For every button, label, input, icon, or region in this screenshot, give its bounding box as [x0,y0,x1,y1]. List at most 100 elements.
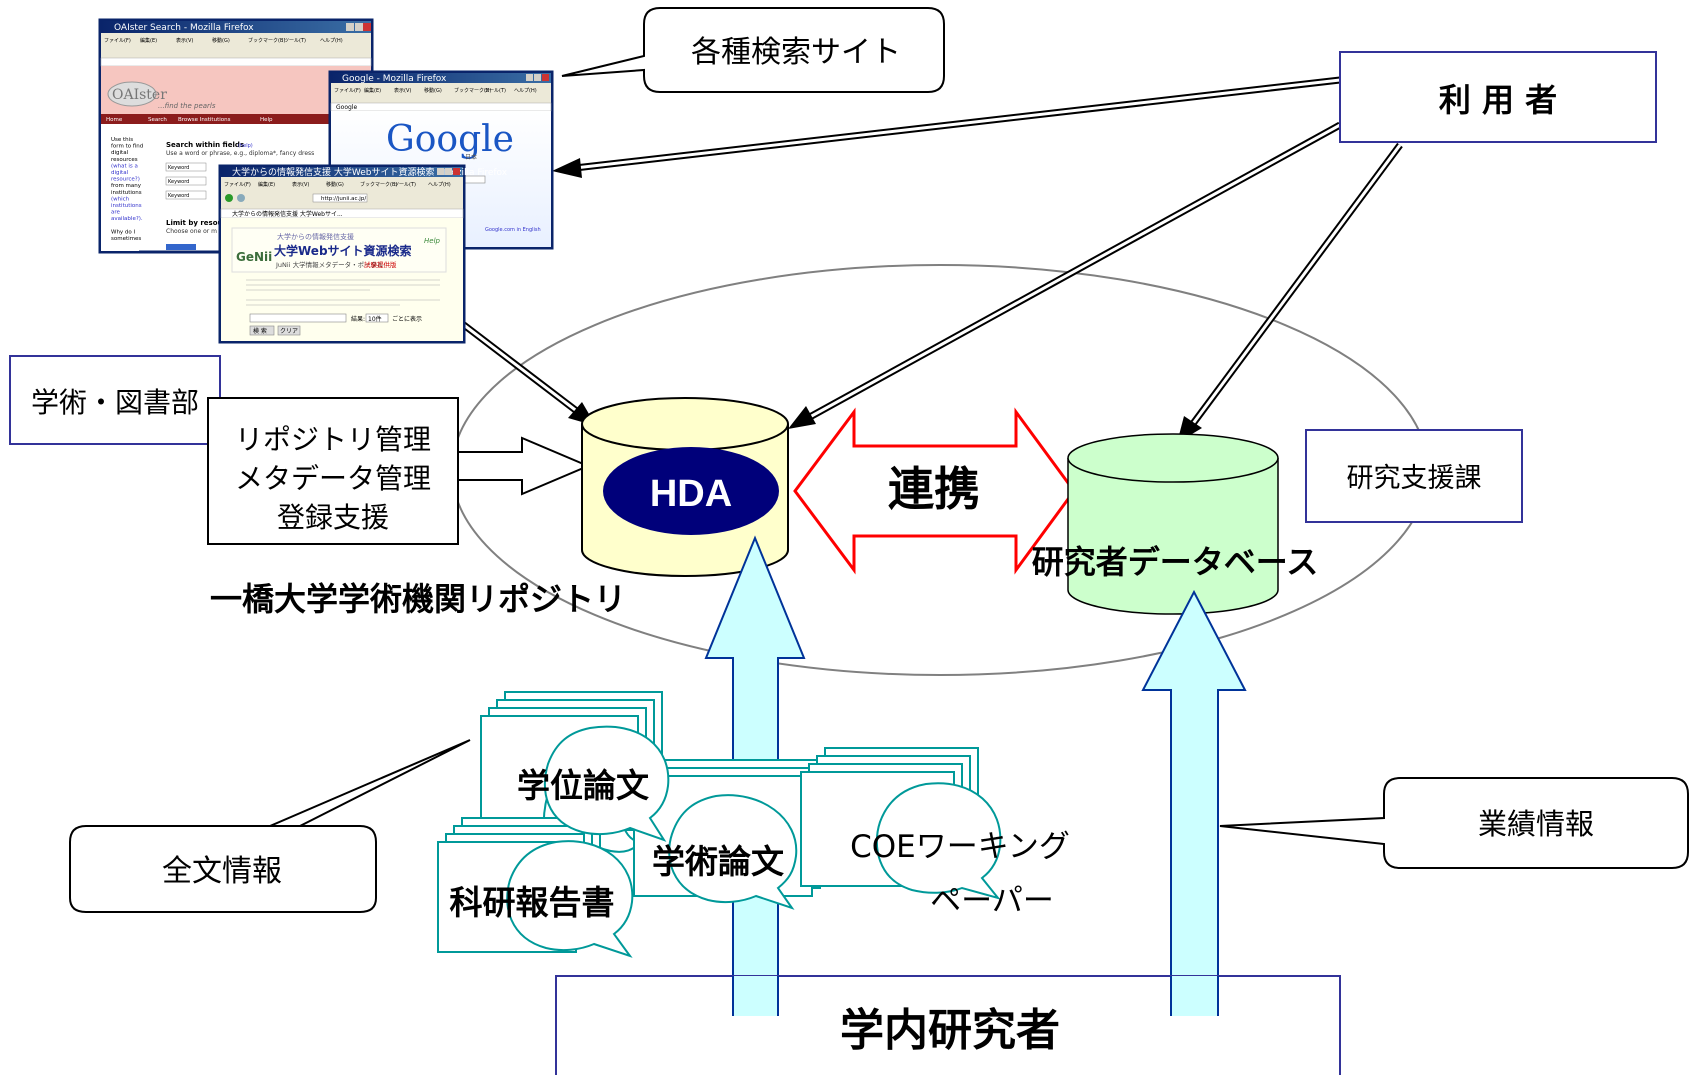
genii-url[interactable]: http://junii.ac.jp/ [321,196,366,202]
search-sites-callout: 各種検索サイト [561,7,945,93]
hda-label: HDA [650,473,732,515]
genii-trial: 試験提供版 [364,260,397,269]
oaister-field-select[interactable] [165,190,207,200]
research-support-label: 研究支援課 [1347,463,1482,494]
hda-cylinder: HDA [581,397,789,577]
menu-item: ブックマーク(B) [454,87,491,94]
oaister-field-label: Keyword [168,165,189,171]
library-dept-label: 学術・図書部 [31,386,199,419]
menu-item: 表示(V) [176,37,193,44]
genii-banner-sub: JuNii 大学情報メタデータ・ポータル [275,260,384,269]
genii-result-label: 結果: [351,315,365,323]
genii-tab: 大学からの情報発信支援 大学Webサイ... [232,210,343,218]
coe-line-1: COEワーキング [850,829,1070,865]
access-arrows [457,76,1403,443]
genii-banner-small: 大学からの情報発信支援 [277,232,354,241]
oaister-field-select[interactable] [165,176,207,186]
menu-item: ツール(T) [284,38,306,44]
oaister-side-line: resource?) [111,177,140,183]
kaken-bubble [506,840,634,958]
repository-name: 一橋大学学術機関リポジトリ [210,580,626,618]
oaister-tagline: ...find the pearls [158,102,216,110]
document-stacks [437,691,1002,958]
oaister-field-select[interactable] [165,162,207,172]
genii-screenshot: 大学からの情報発信支援 大学Webサイト資源検索 - Mozilla Firef… [218,164,508,344]
oaister-side-line: resources [111,157,138,163]
oaister-nav-item: Browse Institutions [178,117,231,123]
oaister-side-line: form to find [111,144,143,150]
cooperation-arrow: 連携 [793,407,1076,575]
oaister-side-line: Why do I [111,229,136,235]
oaister-help-link[interactable]: (help) [238,143,253,149]
management-line-1: リポジトリ管理 [235,423,431,456]
oaister-nav-item: Search [148,117,167,123]
management-line-2: メタデータ管理 [235,462,431,495]
full-text-label: 全文情報 [162,854,282,889]
oaister-side-line: sometimes [111,236,141,242]
menu-item: 編集(E) [258,181,275,188]
google-tab: Google [336,104,357,111]
oaister-logo: OAIster [112,87,167,103]
achievements-callout: 業績情報 [1219,777,1689,869]
menu-item: 移動(G) [424,87,442,94]
genii-search-button[interactable]: 検 索 [253,327,267,335]
menu-item: ファイル(F) [334,88,361,94]
oaister-side-line: available?). [111,216,143,222]
oaister-heading: Search within fields [166,141,244,149]
oaister-side-line: digital [111,170,129,176]
oaister-field-label: Keyword [168,193,189,199]
menu-item: 表示(V) [394,87,411,94]
menu-item: ヘルプ(H) [320,38,343,44]
oaister-menubar: ファイル(F)編集(E)表示(V)移動(G)ブックマーク(B)ツール(T)ヘルプ… [104,37,343,44]
management-to-hda-arrow [457,436,591,496]
menu-item: 移動(G) [326,181,344,188]
oaister-hint: Use a word or phrase, e.g., diploma*, fa… [166,150,314,157]
campus-researchers-label: 学内研究者 [840,1005,1060,1056]
menu-item: 移動(G) [212,37,230,44]
cooperation-label: 連携 [888,462,980,516]
hda-badge [603,447,779,535]
research-support-box: 研究支援課 [1305,429,1523,523]
oaister-side-line: Use this [111,137,133,143]
academic-bubble [668,794,798,910]
researchers-to-db-arrow [1141,589,1247,1017]
users-box: 利 用 者 [1339,51,1657,143]
menu-item: 編集(E) [140,37,157,44]
genii-help[interactable]: Help [424,237,441,245]
menu-item: ヘルプ(H) [428,182,451,188]
genii-clear-button[interactable]: クリア [280,328,298,335]
google-logo: Google [386,119,514,160]
researcher-db-label: 研究者データベース [1032,543,1318,581]
menu-item: ブックマーク(B) [248,37,285,44]
users-to-hda-arrow [788,121,1342,429]
oaister-side-line: (what is a [111,163,138,169]
kaken-report-label: 科研報告書 [450,883,615,922]
management-box: リポジトリ管理 メタデータ管理 登録支援 [207,397,459,545]
researcher-db-cylinder [1067,433,1279,615]
menu-item: 編集(E) [364,87,381,94]
academic-paper-label: 学術論文 [652,842,784,881]
campus-researchers-box: 学内研究者 [555,975,1341,1075]
genii-logo: GeNii [236,250,272,264]
menu-item: ファイル(F) [224,182,251,188]
library-dept-box: 学術・図書部 [9,355,221,445]
users-to-db-arrow [1177,142,1403,443]
menu-item: ヘルプ(H) [514,88,537,94]
coe-bubble [875,782,1002,900]
genii-result-count[interactable]: 10件 [368,315,382,323]
oaister-side-line: from many [111,183,142,189]
oaister-side-line: (which [111,196,130,202]
oaister-side-line: are [111,210,121,216]
management-line-3: 登録支援 [277,501,389,534]
oaister-side-line: institutions [111,190,142,196]
achievements-label: 業績情報 [1478,807,1594,841]
doctoral-thesis-label: 学位論文 [517,766,649,805]
google-footer-link[interactable]: Google.com in English [485,227,541,233]
genii-search-input[interactable] [249,313,347,323]
oaister-side-line: digital [111,150,129,156]
genii-banner-title: 大学Webサイト資源検索 [274,243,412,258]
